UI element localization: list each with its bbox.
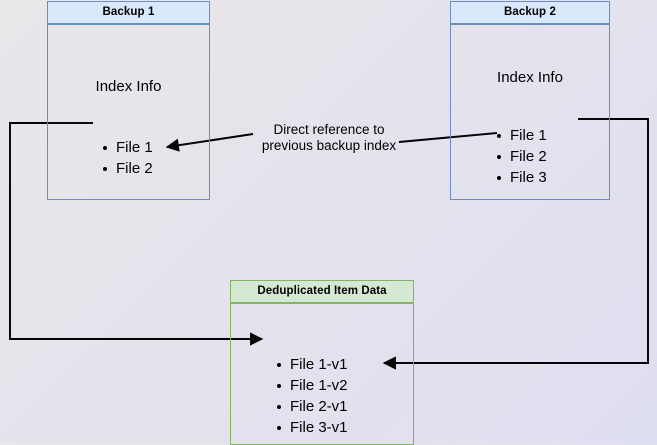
- list-item: File 1: [101, 137, 153, 158]
- node-backup-2-body: Index Info File 1 File 2 File 3: [450, 24, 610, 200]
- node-backup-2-file-list: File 1 File 2 File 3: [495, 125, 547, 188]
- node-backup-1[interactable]: Backup 1 Index Info File 1 File 2: [47, 1, 210, 200]
- list-item: File 2: [495, 146, 547, 167]
- node-deduplicated-item-data[interactable]: Deduplicated Item Data File 1-v1 File 1-…: [230, 280, 414, 445]
- node-backup-2[interactable]: Backup 2 Index Info File 1 File 2 File 3: [450, 1, 610, 200]
- edge-label-direct-reference: Direct reference to previous backup inde…: [249, 122, 409, 154]
- list-item: File 3-v1: [275, 417, 348, 438]
- node-backup-2-subtitle: Index Info: [497, 69, 563, 86]
- list-item: File 3: [495, 167, 547, 188]
- node-backup-1-subtitle: Index Info: [95, 78, 162, 95]
- node-deduplicated-item-data-body: File 1-v1 File 1-v2 File 2-v1 File 3-v1: [230, 303, 414, 445]
- node-backup-1-file-list: File 1 File 2: [101, 137, 153, 179]
- list-item: File 1-v2: [275, 375, 348, 396]
- node-backup-1-header: Backup 1: [47, 1, 210, 24]
- node-backup-1-body: Index Info File 1 File 2: [47, 24, 210, 200]
- node-deduplicated-item-data-file-list: File 1-v1 File 1-v2 File 2-v1 File 3-v1: [275, 354, 348, 438]
- list-item: File 2: [101, 158, 153, 179]
- edge-label-direct-reference-line-1: Direct reference to: [273, 122, 385, 137]
- node-backup-2-header: Backup 2: [450, 1, 610, 24]
- list-item: File 1-v1: [275, 354, 348, 375]
- list-item: File 2-v1: [275, 396, 348, 417]
- list-item: File 1: [495, 125, 547, 146]
- node-deduplicated-item-data-header: Deduplicated Item Data: [230, 280, 414, 303]
- edge-label-direct-reference-line-2: previous backup index: [261, 138, 397, 153]
